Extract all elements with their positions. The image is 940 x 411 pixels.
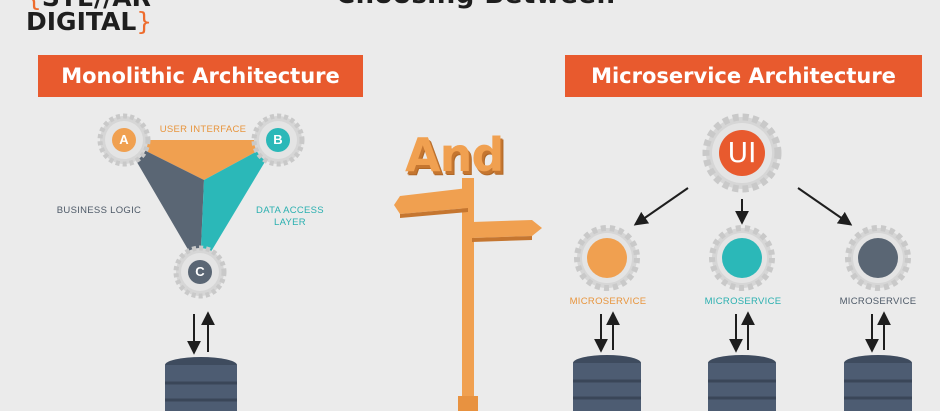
dal-line-2: LAYER [274, 217, 306, 228]
service-2-gear [709, 225, 775, 291]
microservice-3-label: MICROSERVICE [839, 296, 917, 307]
business-logic-wedge [124, 140, 204, 270]
service-1-database-icon [573, 355, 641, 411]
page-title: Choosing Between [336, 0, 616, 10]
monolith-triangle [124, 140, 278, 270]
microservice-banner: Microservice Architecture [565, 55, 922, 97]
ui-to-service-1-arrow [633, 187, 689, 226]
service-2-arrows [729, 311, 755, 353]
node-a-gear [97, 113, 151, 167]
signpost-icon [394, 178, 542, 411]
logo-top: STE//AR [42, 0, 151, 12]
data-access-layer-label: DATA ACCESS LAYER [245, 205, 335, 229]
microservice-1-label: MICROSERVICE [569, 296, 647, 307]
monolith-database-icon [165, 357, 237, 411]
node-b-letter: B [273, 132, 283, 147]
service-2-database-icon [708, 355, 776, 411]
ui-node-gear [702, 113, 782, 193]
logo-bottom: DIGITAL [26, 7, 137, 36]
microservice-2-label: MICROSERVICE [704, 296, 782, 307]
business-logic-label: BUSINESS LOGIC [56, 205, 142, 216]
logo: {STE//AR DIGITAL} [26, 0, 152, 34]
ui-layer-wedge [124, 140, 278, 180]
monolithic-banner: Monolithic Architecture [38, 55, 363, 97]
node-b-gear [251, 113, 305, 167]
service-1-arrows [594, 311, 620, 353]
service-3-database-icon [844, 355, 912, 411]
dal-line-1: DATA ACCESS [256, 205, 324, 216]
node-a-letter: A [119, 132, 129, 147]
service-1-gear [574, 225, 640, 291]
node-c-gear [173, 245, 227, 299]
ui-to-service-3-arrow [797, 187, 853, 226]
and-connector: And [405, 128, 504, 182]
ui-node-label: UI [727, 136, 757, 169]
service-3-gear [845, 225, 911, 291]
service-3-arrows [865, 311, 891, 353]
data-access-wedge [200, 140, 278, 270]
user-interface-label: USER INTERFACE [159, 124, 247, 135]
node-c-letter: C [195, 264, 205, 279]
